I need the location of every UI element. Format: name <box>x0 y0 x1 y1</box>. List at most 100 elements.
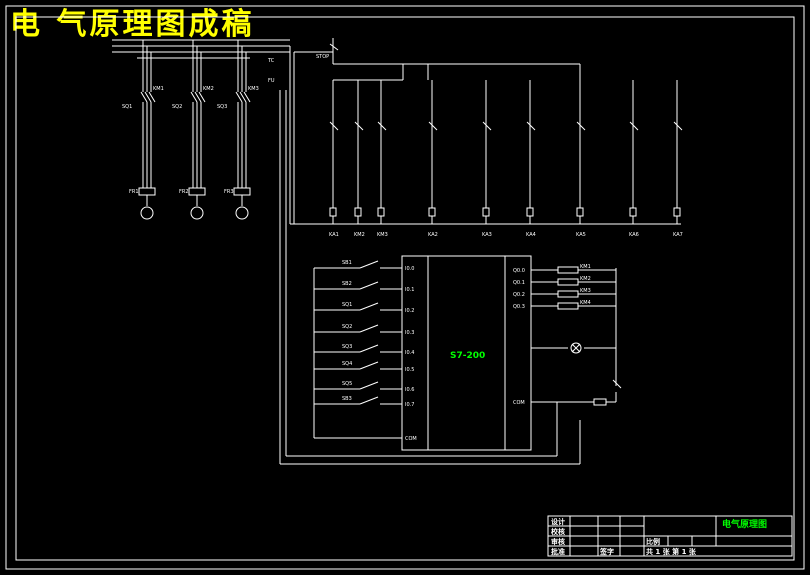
title-block <box>547 515 793 557</box>
motor-contactor-label: KM1 <box>153 86 164 92</box>
output-terminal: Q0.2 <box>513 292 525 298</box>
control-contact <box>526 121 536 131</box>
input-contact <box>359 396 379 405</box>
input-contact <box>359 324 379 333</box>
control-coil <box>329 207 337 217</box>
input-label: SQ5 <box>342 381 352 387</box>
coil-label: KA7 <box>673 232 683 238</box>
control-coil <box>576 207 584 217</box>
input-terminal: I0.6 <box>405 387 414 393</box>
output-load-label: KM3 <box>580 288 591 294</box>
title-block-row-label: 设计 <box>551 517 565 526</box>
output-load-label: KM4 <box>580 300 591 306</box>
overload-relay <box>233 187 251 196</box>
input-label: SB2 <box>342 281 352 287</box>
input-label: SB1 <box>342 260 352 266</box>
input-label: SQ4 <box>342 361 352 367</box>
signature-label: 签字 <box>599 547 614 556</box>
input-terminal: I0.0 <box>405 266 414 272</box>
input-contact <box>359 281 379 290</box>
control-contact <box>576 121 586 131</box>
plc-com-in-label: COM <box>405 436 417 442</box>
indicator-lamp <box>570 342 582 354</box>
output-terminal: Q0.3 <box>513 304 525 310</box>
drawing-name: 电气原理图 <box>722 518 767 530</box>
control-contact <box>377 121 387 131</box>
control-circuit <box>289 38 683 225</box>
control-contact <box>629 121 639 131</box>
motor-breaker-label: SQ2 <box>172 104 182 110</box>
output-terminal: Q0.0 <box>513 268 525 274</box>
control-coil <box>482 207 490 217</box>
control-coil <box>354 207 362 217</box>
output-load <box>557 302 579 310</box>
motor-relay-label: FR1 <box>129 189 139 195</box>
input-contact <box>359 344 379 353</box>
coil-label: KA5 <box>576 232 586 238</box>
input-terminal: I0.4 <box>405 350 414 356</box>
control-contact <box>482 121 492 131</box>
sheet-count: 共 1 张 第 1 张 <box>646 547 697 556</box>
plc-model-label: S7-200 <box>450 351 485 361</box>
control-coil <box>673 207 681 217</box>
output-load <box>557 278 579 286</box>
control-coil <box>526 207 534 217</box>
input-contact <box>359 302 379 311</box>
input-contact <box>359 361 379 370</box>
motor-symbol <box>235 206 249 220</box>
stop-button-contact <box>329 43 339 51</box>
control-contact <box>428 121 438 131</box>
input-terminal: I0.1 <box>405 287 414 293</box>
outer-border <box>5 5 805 570</box>
control-contact <box>673 121 683 131</box>
output-coil <box>593 398 607 406</box>
control-coil <box>377 207 385 217</box>
input-contact <box>359 260 379 269</box>
scale-label: 比例 <box>646 537 660 546</box>
coil-label: KA4 <box>526 232 536 238</box>
motor-symbol <box>190 206 204 220</box>
input-label: SB3 <box>342 396 352 402</box>
coil-label: KM2 <box>354 232 365 238</box>
coil-label: KA6 <box>629 232 639 238</box>
input-contact <box>359 381 379 390</box>
transformer-label: TC <box>267 58 275 64</box>
control-contact <box>329 121 339 131</box>
motor-relay-label: FR3 <box>224 189 234 195</box>
output-load-label: KM2 <box>580 276 591 282</box>
motor-contactor-label: KM2 <box>203 86 214 92</box>
input-terminal: I0.3 <box>405 330 414 336</box>
plc-wiring <box>279 90 622 465</box>
control-coil <box>428 207 436 217</box>
output-load-label: KM1 <box>580 264 591 270</box>
output-load <box>557 290 579 298</box>
coil-label: KA3 <box>482 232 492 238</box>
input-terminal: I0.7 <box>405 402 414 408</box>
motor-breaker-label: SQ3 <box>217 104 227 110</box>
title-block-row-label: 审核 <box>551 537 565 546</box>
motor-symbol <box>140 206 154 220</box>
page-title: 电 气原理图成稿 <box>10 7 255 42</box>
coil-label: KA2 <box>428 232 438 238</box>
motor-contactor-label: KM3 <box>248 86 259 92</box>
overload-relay <box>138 187 156 196</box>
motor-relay-label: FR2 <box>179 189 189 195</box>
overload-relay <box>188 187 206 196</box>
output-switch-contact <box>612 379 622 389</box>
input-label: SQ3 <box>342 344 352 350</box>
input-label: SQ2 <box>342 324 352 330</box>
input-terminal: I0.2 <box>405 308 414 314</box>
output-terminal: Q0.1 <box>513 280 525 286</box>
output-load <box>557 266 579 274</box>
input-label: SQ1 <box>342 302 352 308</box>
motor-breaker-label: SQ1 <box>122 104 132 110</box>
control-coil <box>629 207 637 217</box>
plc-com-out-label: COM <box>513 400 525 406</box>
plc-module <box>401 255 532 451</box>
title-block-row-label: 校核 <box>551 527 565 536</box>
fuse-label: FU <box>268 78 275 84</box>
coil-label: KA1 <box>329 232 339 238</box>
control-contact <box>354 121 364 131</box>
coil-label: KM3 <box>377 232 388 238</box>
